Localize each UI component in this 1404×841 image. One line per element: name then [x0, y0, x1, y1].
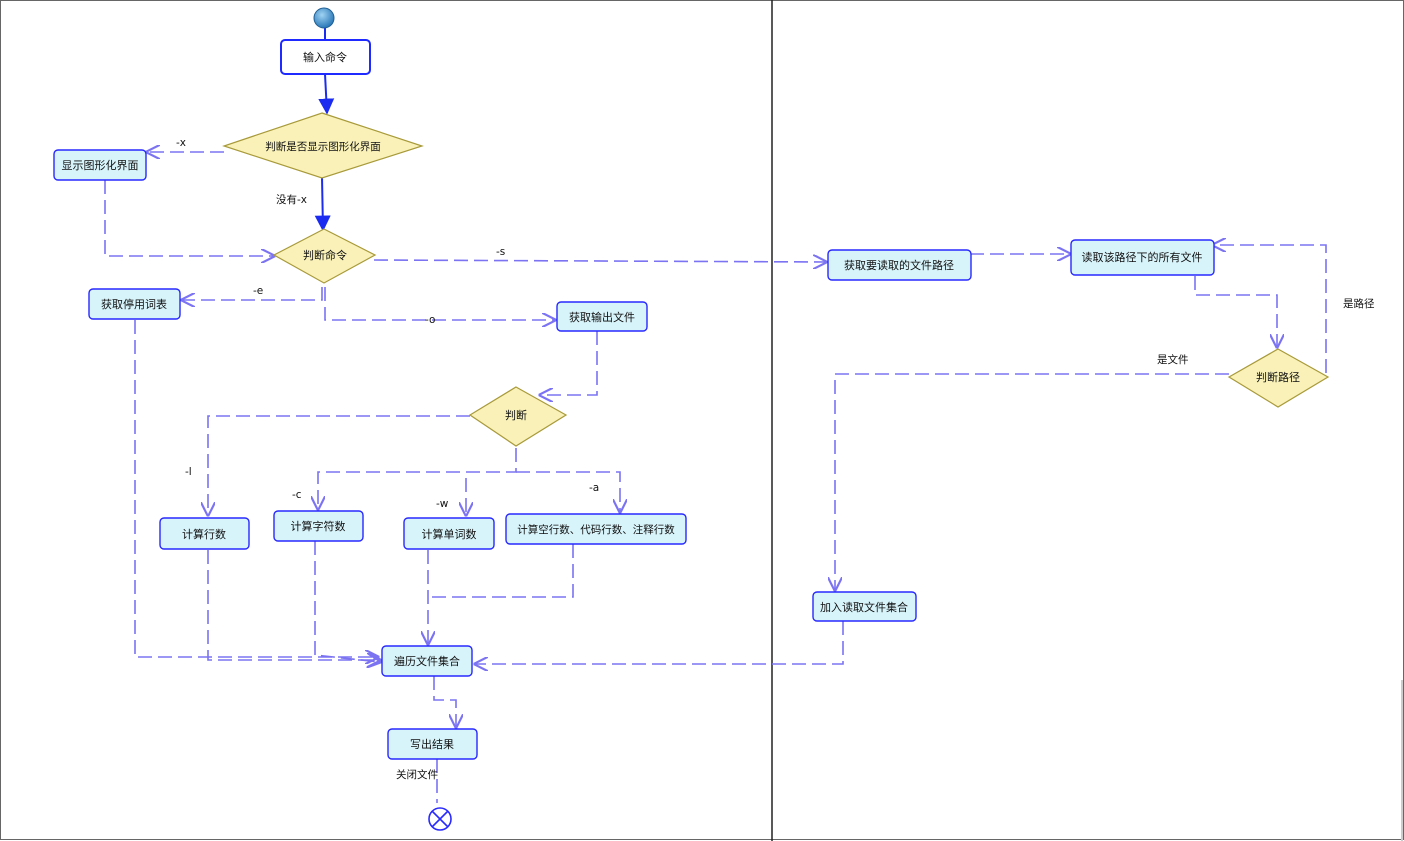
node-read-all-files: 读取该路径下的所有文件: [1070, 239, 1215, 276]
node-add-read-set: 加入读取文件集合: [812, 591, 917, 622]
svg-text:获取停用词表: 获取停用词表: [101, 297, 167, 311]
node-traverse-files: 遍历文件集合: [381, 645, 473, 677]
svg-text:加入读取文件集合: 加入读取文件集合: [820, 600, 908, 614]
svg-text:读取该路径下的所有文件: 读取该路径下的所有文件: [1082, 250, 1203, 264]
label-s: -s: [496, 246, 505, 258]
label-w: -w: [436, 498, 449, 510]
end-node: [428, 807, 452, 831]
node-show-gui: 显示图形化界面: [53, 149, 147, 181]
edge-lines-traverse: [207, 550, 380, 660]
label-is-file: 是文件: [1157, 353, 1189, 366]
edge-c: [318, 448, 517, 509]
label-is-path: 是路径: [1343, 297, 1375, 310]
edge-l: [208, 415, 470, 515]
label-c: -c: [292, 489, 302, 501]
svg-text:计算行数: 计算行数: [182, 527, 226, 541]
edge-is-path: [1213, 245, 1327, 373]
label-close-file: 关闭文件: [396, 768, 438, 781]
node-get-output-file: 获取输出文件: [556, 301, 648, 332]
decision-judge: 判断: [468, 386, 568, 447]
edge-input-decide-gui: [318, 73, 335, 115]
svg-text:计算空行数、代码行数、注释行数: 计算空行数、代码行数、注释行数: [517, 523, 675, 536]
edge-special-traverse: [428, 544, 574, 598]
decision-path: 判断路径: [1227, 348, 1330, 408]
node-get-read-path: 获取要读取的文件路径: [827, 249, 972, 281]
node-get-stoplist: 获取停用词表: [88, 288, 181, 320]
edge-chars-traverse: [314, 541, 380, 662]
edge-stoplist-traverse: [134, 320, 378, 657]
label-no-x: 没有-x: [276, 193, 307, 206]
svg-text:获取要读取的文件路径: 获取要读取的文件路径: [844, 258, 954, 272]
decision-command: 判断命令: [272, 228, 377, 284]
label-x: -x: [176, 137, 186, 149]
svg-text:写出结果: 写出结果: [410, 737, 454, 751]
svg-text:计算单词数: 计算单词数: [422, 527, 477, 541]
svg-text:遍历文件集合: 遍历文件集合: [394, 654, 460, 668]
node-count-lines: 计算行数: [159, 517, 250, 550]
svg-text:计算字符数: 计算字符数: [291, 519, 346, 533]
svg-text:获取输出文件: 获取输出文件: [569, 310, 635, 324]
node-input-command: 输入命令: [280, 39, 371, 75]
node-count-words: 计算单词数: [403, 517, 495, 550]
label-o: -o: [425, 314, 435, 326]
edge-gui-command: [104, 180, 274, 256]
edges: [104, 28, 1327, 803]
edge-output-decide: [540, 331, 598, 395]
edge-add-traverse: [475, 621, 844, 664]
label-e: -e: [253, 285, 263, 297]
edge-s: [373, 260, 826, 262]
start-node: [313, 7, 335, 29]
svg-text:输入命令: 输入命令: [303, 50, 347, 64]
svg-text:判断是否显示图形化界面: 判断是否显示图形化界面: [265, 140, 381, 153]
node-count-special: 计算空行数、代码行数、注释行数: [505, 513, 687, 545]
edge-traverse-write: [433, 676, 456, 727]
svg-text:显示图形化界面: 显示图形化界面: [62, 158, 139, 172]
node-count-chars: 计算字符数: [273, 510, 364, 542]
edge-is-file: [835, 373, 1229, 590]
label-a: -a: [589, 482, 599, 494]
decision-gui: 判断是否显示图形化界面: [222, 112, 424, 179]
edge-a: [516, 471, 620, 512]
edge-e: [182, 287, 323, 300]
edge-readall-decidepath: [1194, 276, 1277, 347]
label-l: -l: [185, 466, 192, 478]
svg-text:判断命令: 判断命令: [303, 248, 347, 262]
edge-o: [324, 287, 555, 320]
svg-text:判断路径: 判断路径: [1256, 370, 1300, 384]
svg-text:判断: 判断: [505, 408, 527, 422]
edge-no-x: [314, 176, 331, 232]
node-write-result: 写出结果: [387, 728, 478, 760]
